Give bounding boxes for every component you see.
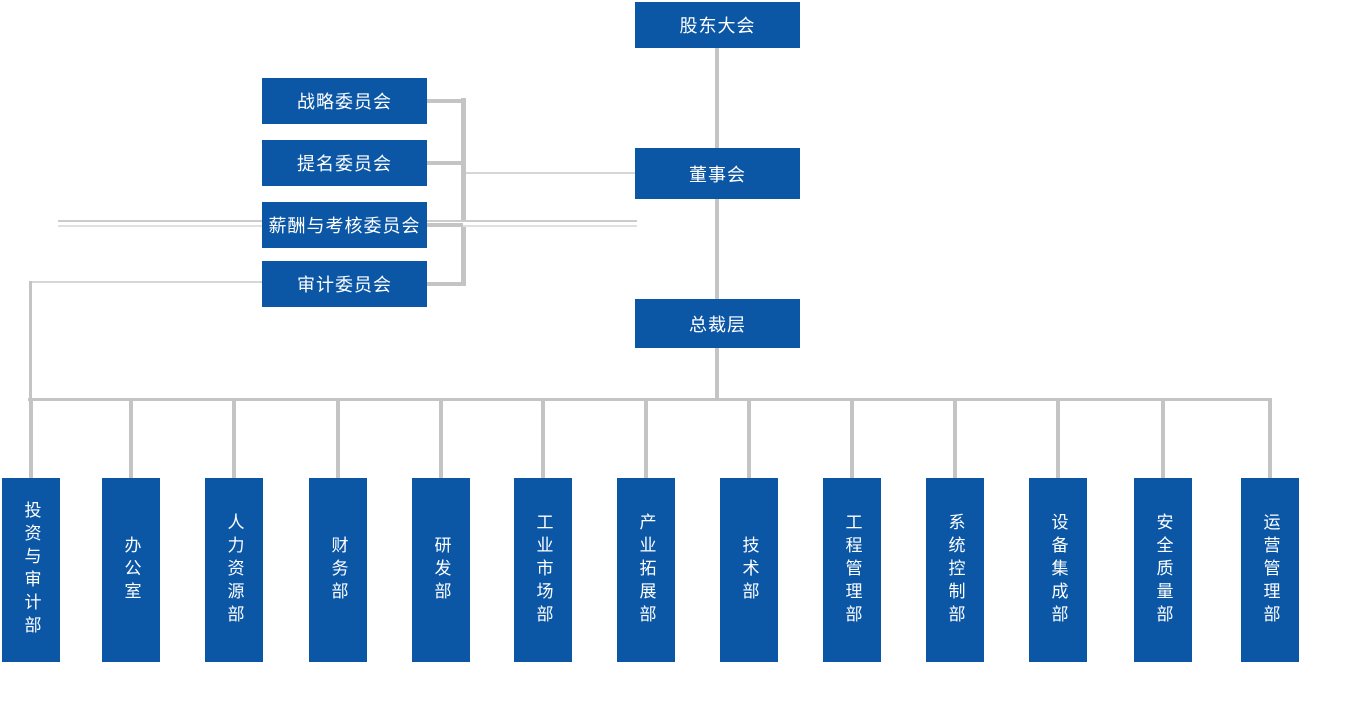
department-label: 工程管理部 bbox=[842, 512, 862, 628]
department-box: 研发部 bbox=[412, 478, 470, 662]
department-box: 人力资源部 bbox=[205, 478, 263, 662]
connector-committee-stub bbox=[427, 161, 463, 165]
connector-committee-stub bbox=[427, 282, 463, 286]
connector-department-stub bbox=[953, 398, 957, 478]
department-box: 工业市场部 bbox=[514, 478, 572, 662]
connector-department-stub bbox=[1268, 398, 1272, 478]
shareholders-meeting-box: 股东大会 bbox=[635, 2, 800, 48]
connector-president-bus bbox=[715, 348, 719, 400]
committee-box: 薪酬与考核委员会 bbox=[262, 202, 427, 248]
department-box: 投资与审计部 bbox=[2, 478, 60, 662]
connector-left-vertical bbox=[29, 281, 32, 479]
department-box: 工程管理部 bbox=[823, 478, 881, 662]
department-label: 办公室 bbox=[121, 535, 141, 605]
president-level-box: 总裁层 bbox=[635, 299, 800, 348]
department-box: 安全质量部 bbox=[1134, 478, 1192, 662]
department-label: 产业拓展部 bbox=[636, 512, 656, 628]
department-label: 运营管理部 bbox=[1260, 512, 1280, 628]
connector-board-president bbox=[715, 199, 719, 299]
connector-committees-board bbox=[466, 172, 635, 174]
connector-committee-stub bbox=[427, 223, 463, 227]
shareholders-meeting-label: 股东大会 bbox=[679, 16, 756, 36]
committee-box: 战略委员会 bbox=[262, 78, 427, 124]
connector-department-stub bbox=[1056, 398, 1060, 478]
connector-committee-stub bbox=[427, 99, 463, 103]
connector-department-stub bbox=[644, 398, 648, 478]
connector-department-bus bbox=[28, 398, 1272, 401]
connector-department-stub bbox=[129, 398, 133, 478]
department-box: 运营管理部 bbox=[1241, 478, 1299, 662]
connector-department-stub bbox=[1161, 398, 1165, 478]
department-label: 工业市场部 bbox=[533, 512, 553, 628]
department-label: 安全质量部 bbox=[1153, 512, 1173, 628]
committee-label: 审计委员会 bbox=[297, 275, 392, 295]
department-label: 研发部 bbox=[431, 535, 451, 605]
department-box: 产业拓展部 bbox=[617, 478, 675, 662]
committee-label: 提名委员会 bbox=[297, 154, 392, 174]
department-label: 设备集成部 bbox=[1048, 512, 1068, 628]
connector-shareholders-board bbox=[715, 48, 719, 148]
committee-box: 审计委员会 bbox=[262, 261, 427, 307]
connector-committee-spine bbox=[461, 98, 466, 286]
president-level-label: 总裁层 bbox=[689, 314, 746, 335]
department-label: 财务部 bbox=[328, 535, 348, 605]
board-of-directors-box: 董事会 bbox=[635, 148, 800, 199]
department-box: 财务部 bbox=[309, 478, 367, 662]
board-of-directors-label: 董事会 bbox=[689, 164, 746, 185]
department-box: 设备集成部 bbox=[1029, 478, 1087, 662]
connector-department-stub bbox=[747, 398, 751, 478]
connector-department-stub bbox=[336, 398, 340, 478]
connector-department-stub bbox=[439, 398, 443, 478]
connector-department-stub bbox=[232, 398, 236, 478]
department-label: 投资与审计部 bbox=[21, 501, 41, 639]
department-label: 系统控制部 bbox=[945, 512, 965, 628]
connector-department-stub bbox=[29, 398, 33, 478]
department-box: 系统控制部 bbox=[926, 478, 984, 662]
department-label: 技术部 bbox=[739, 535, 759, 605]
committee-box: 提名委员会 bbox=[262, 140, 427, 186]
committee-label: 薪酬与考核委员会 bbox=[268, 216, 421, 236]
connector-department-stub bbox=[850, 398, 854, 478]
department-box: 技术部 bbox=[720, 478, 778, 662]
committee-label: 战略委员会 bbox=[297, 92, 392, 112]
department-box: 办公室 bbox=[102, 478, 160, 662]
connector-audit-left bbox=[30, 281, 262, 283]
department-label: 人力资源部 bbox=[224, 512, 244, 628]
connector-department-stub bbox=[541, 398, 545, 478]
